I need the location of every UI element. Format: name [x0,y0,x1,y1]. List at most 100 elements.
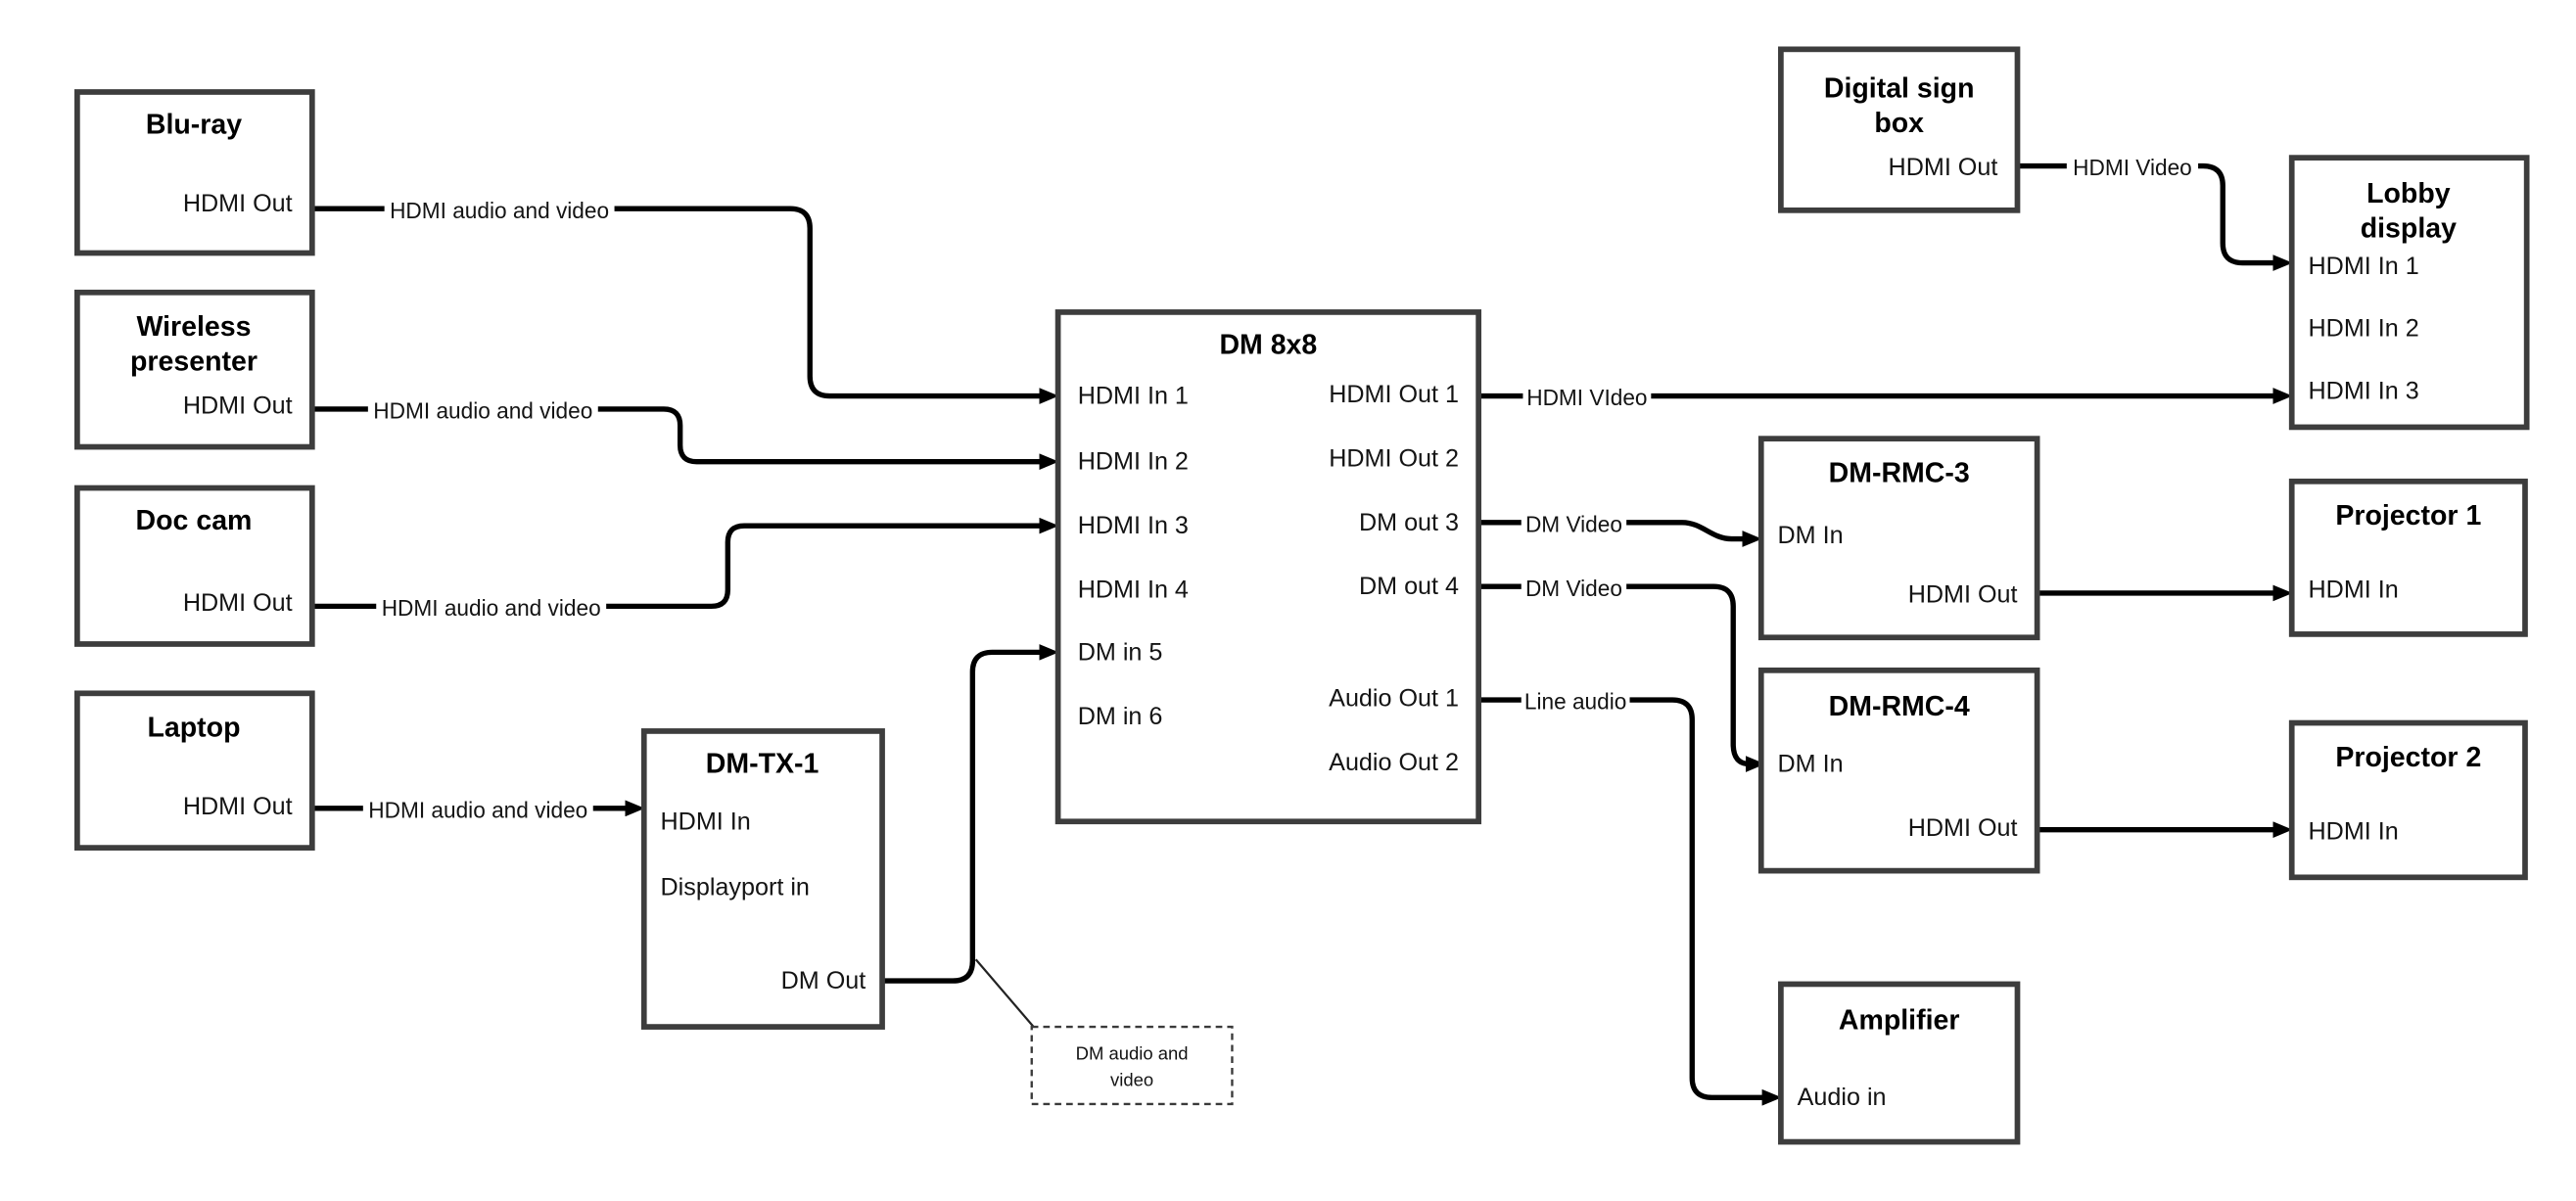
node-dm-rmc-4[interactable]: DM-RMC-4 DM In HDMI Out [1757,667,2040,874]
port-dm-in: DM In [1778,751,1844,778]
node-title: Blu-ray [146,110,242,141]
wire-label-text: HDMI Video [2073,155,2192,180]
node-digital-sign-box[interactable]: Digital sign box HDMI Out [1778,46,2021,213]
note-box-shape [1030,1025,1234,1106]
node-digitalsign-shape[interactable] [1778,46,2021,213]
node-dmrmc4-shape[interactable] [1757,667,2040,874]
wire-label-text: HDMI audio and video [390,198,609,223]
port-hdmi-in: HDMI In [2308,817,2398,845]
note-text-line2: video [1110,1069,1153,1089]
wire-dmtx1-to-dm8x8-in5 [882,643,1059,984]
node-laptop[interactable]: Laptop HDMI Out [74,690,315,851]
node-title: Lobby [2366,178,2451,209]
wire-dm8x8-audio1-to-amplifier [1478,697,1782,1106]
node-dm-tx-1[interactable]: DM-TX-1 HDMI In Displayport in DM Out [640,728,885,1030]
port-audio-out-1: Audio Out 1 [1329,684,1459,712]
node-dmrmc3-shape[interactable] [1757,436,2040,641]
node-title: DM 8x8 [1219,329,1317,360]
node-projector-1[interactable]: Projector 1 HDMI In [2288,478,2528,637]
port-dm-in-5: DM in 5 [1078,638,1163,666]
node-laptop-shape[interactable] [74,690,315,851]
port-hdmi-out: HDMI Out [183,589,293,617]
node-title: box [1874,108,1924,139]
port-hdmi-in: HDMI In [661,808,751,835]
port-hdmi-out-1: HDMI Out 1 [1329,381,1459,408]
node-projector1-shape[interactable] [2288,478,2528,637]
node-dm-8x8[interactable]: DM 8x8 HDMI In 1 HDMI In 2 HDMI In 3 HDM… [1054,309,1481,825]
node-dm-rmc-3[interactable]: DM-RMC-3 DM In HDMI Out [1757,436,2040,641]
node-title: DM-RMC-4 [1829,691,1970,722]
wire-label-dm-video-out3: DM Video [1521,509,1627,536]
node-title: Amplifier [1839,1004,1960,1036]
node-amplifier[interactable]: Amplifier Audio in [1778,981,2021,1145]
port-dm-in-6: DM in 6 [1078,703,1163,730]
wire-wireless-to-dm8x8-in2 [311,406,1059,471]
wire-doccam-to-dm8x8-in3 [311,517,1059,610]
node-doccam-shape[interactable] [74,485,315,647]
port-hdmi-in-1: HDMI In 1 [2308,253,2418,280]
node-projector2-shape[interactable] [2288,719,2528,881]
port-dm-out-3: DM out 3 [1359,509,1459,536]
port-dm-in: DM In [1778,522,1844,549]
wire-label-hdmi-av-doccam: HDMI audio and video [376,592,607,621]
node-title: DM-RMC-3 [1829,457,1970,488]
node-title: Projector 1 [2335,500,2481,531]
wire-label-hdmi-video-out1: HDMI VIdeo [1522,383,1652,410]
port-hdmi-in-4: HDMI In 4 [1078,577,1189,604]
note-callout-line [974,958,1036,1030]
port-hdmi-out-2: HDMI Out 2 [1329,444,1459,472]
port-hdmi-in-1: HDMI In 1 [1078,383,1189,410]
wire-label-dm-video-out4: DM Video [1521,573,1627,601]
port-hdmi-in-2: HDMI In 2 [1078,448,1189,476]
node-amplifier-shape[interactable] [1778,981,2021,1145]
wire-label-text: HDMI audio and video [373,398,592,424]
port-hdmi-out: HDMI Out [183,393,293,420]
node-wireless-shape[interactable] [74,289,315,450]
node-title: presenter [130,346,258,377]
wire-label-text: DM Video [1525,576,1622,601]
wire-bluray-to-dm8x8-in1 [311,206,1059,404]
wire-label-text: Line audio [1524,689,1626,715]
note-text-line1: DM audio and [1076,1042,1189,1063]
port-hdmi-out: HDMI Out [1908,814,2018,842]
port-hdmi-out: HDMI Out [183,190,293,217]
node-title: DM-TX-1 [706,749,820,780]
node-dm8x8-shape[interactable] [1054,309,1481,825]
port-hdmi-in-3: HDMI In 3 [2308,377,2418,404]
node-projector-2[interactable]: Projector 2 HDMI In [2288,719,2528,881]
port-audio-out-2: Audio Out 2 [1329,749,1459,776]
wire-label-hdmi-av-laptop: HDMI audio and video [362,795,593,823]
port-dm-out: DM Out [781,967,866,994]
node-lobby-display[interactable]: Lobby display HDMI In 1 HDMI In 2 HDMI I… [2288,155,2530,431]
port-audio-in: Audio in [1798,1084,1887,1111]
wire-dm8x8-out3-to-dmrmc3 [1478,520,1762,547]
port-hdmi-in-3: HDMI In 3 [1078,512,1189,539]
node-title: Projector 2 [2335,742,2481,773]
node-title: Digital sign [1824,73,1975,105]
wire-label-line-audio: Line audio [1521,686,1630,715]
node-title: Laptop [147,713,240,744]
wire-label-text: HDMI VIdeo [1526,385,1647,410]
port-hdmi-in-2: HDMI In 2 [2308,315,2418,343]
node-blu-ray[interactable]: Blu-ray HDMI Out [74,89,315,256]
node-wireless-presenter[interactable]: Wireless presenter HDMI Out [74,289,315,450]
node-dmtx1-shape[interactable] [640,728,885,1030]
port-hdmi-in: HDMI In [2308,577,2398,604]
port-hdmi-out: HDMI Out [1908,581,2018,609]
node-title: Doc cam [136,505,253,536]
note-dm-audio-video: DM audio and video [1030,1025,1234,1106]
node-lobby-shape[interactable] [2288,155,2530,431]
port-dm-out-4: DM out 4 [1359,573,1459,600]
wire-digitalsign-to-lobby-in1 [2017,162,2293,271]
wire-dm8x8-out4-to-dmrmc4 [1478,583,1765,772]
wire-label-hdmi-av-bluray: HDMI audio and video [384,195,615,223]
node-doc-cam[interactable]: Doc cam HDMI Out [74,485,315,647]
node-title: Wireless [136,311,251,343]
node-title: display [2361,212,2457,244]
wire-label-hdmi-video-sign: HDMI Video [2066,153,2199,180]
port-displayport-in: Displayport in [661,873,810,901]
port-hdmi-out: HDMI Out [1889,154,1998,181]
node-blu-ray-shape[interactable] [74,89,315,256]
wire-label-text: HDMI audio and video [382,595,601,621]
